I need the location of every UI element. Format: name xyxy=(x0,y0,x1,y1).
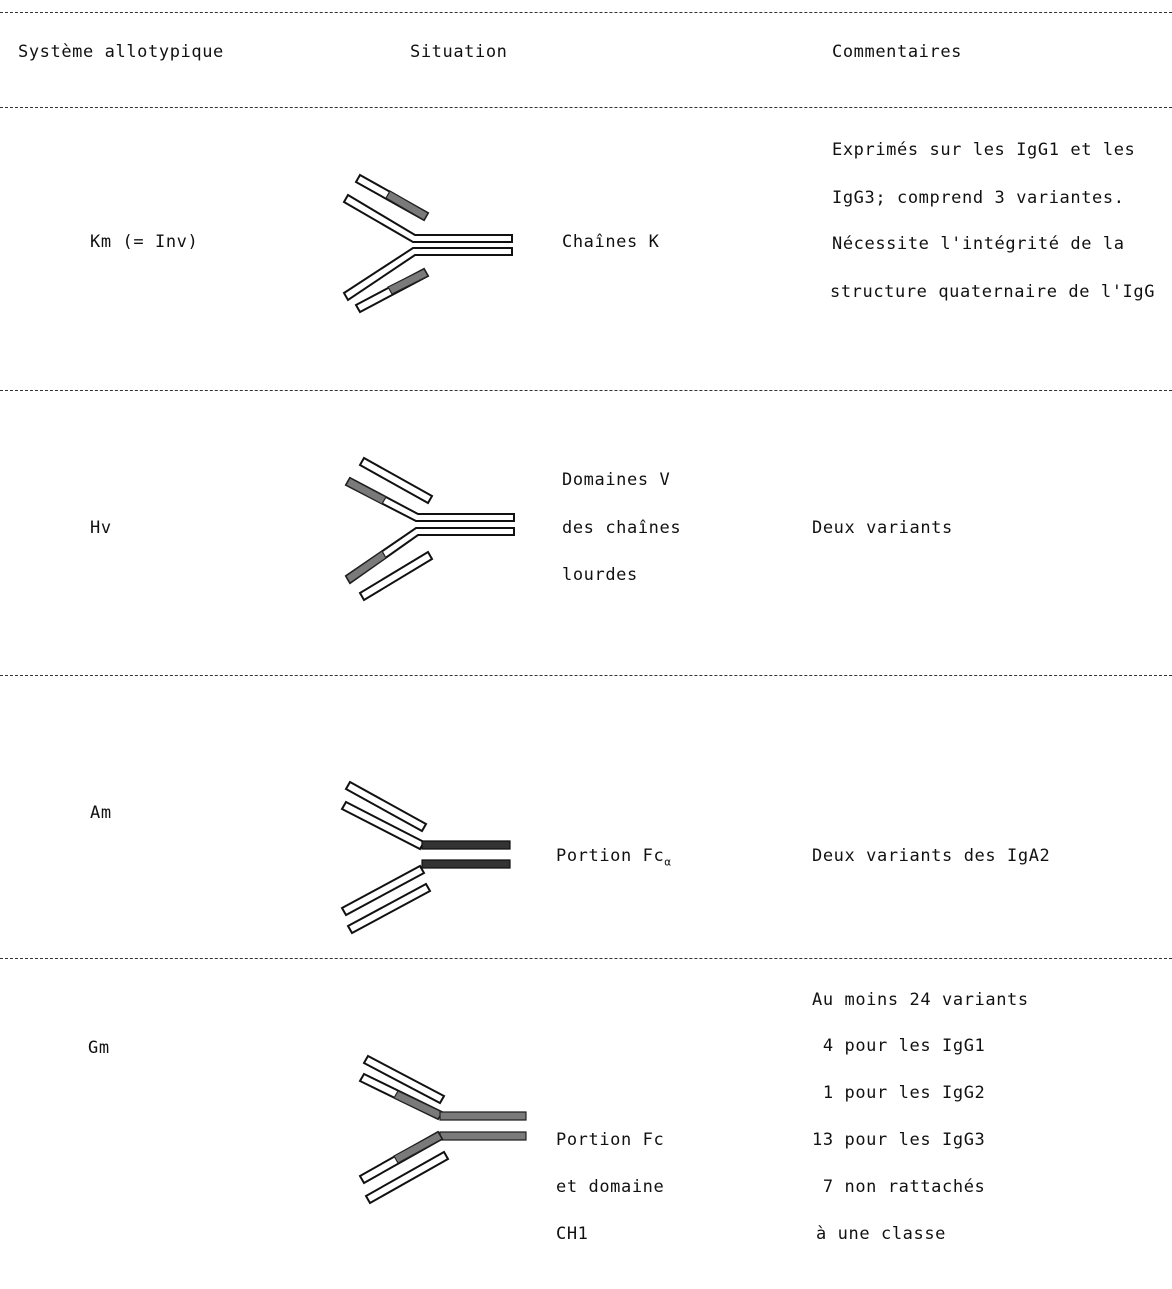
row-comment-km-2: Nécessite l'intégrité de la xyxy=(832,234,1125,254)
row-situation-hv-0: Domaines V xyxy=(562,470,671,490)
row-situation-km-0: Chaînes K xyxy=(562,232,660,252)
header-rule xyxy=(0,107,1172,108)
row-situation-gm-1: et domaine xyxy=(556,1177,665,1197)
antibody-light-chain-constant-icon xyxy=(342,173,513,314)
row-comment-km-3: structure quaternaire de l'IgG xyxy=(830,282,1156,302)
row-situation-gm-2: CH1 xyxy=(556,1224,589,1244)
row-comment-gm-4: 7 non rattachés xyxy=(812,1177,986,1197)
row-situation-hv-2: lourdes xyxy=(562,565,638,585)
row-system-gm: Gm xyxy=(88,1038,110,1058)
row-system-hv: Hv xyxy=(90,518,112,538)
header-system: Système allotypique xyxy=(18,42,224,62)
row-system-am: Am xyxy=(90,803,112,823)
row-comment-gm-2: 1 pour les IgG2 xyxy=(812,1083,986,1103)
row-comment-gm-0: Au moins 24 variants xyxy=(812,990,1029,1010)
row-situation-am-0: Portion Fcα xyxy=(556,846,672,869)
row-rule-2 xyxy=(0,675,1172,676)
row-comment-km-1: IgG3; comprend 3 variantes. xyxy=(832,188,1125,208)
row-situation-hv-1: des chaînes xyxy=(562,518,682,538)
row-comment-hv-0: Deux variants xyxy=(812,518,953,538)
row-rule-1 xyxy=(0,390,1172,391)
row-comment-gm-5: à une classe xyxy=(816,1224,947,1244)
antibody-fc-ch1-icon xyxy=(358,1054,527,1205)
header-situation: Situation xyxy=(410,42,508,62)
row-system-km: Km (= Inv) xyxy=(90,232,199,252)
row-comment-am-0: Deux variants des IgA2 xyxy=(812,846,1051,866)
top-rule xyxy=(0,12,1172,13)
row-situation-gm-0: Portion Fc xyxy=(556,1130,665,1150)
row-comment-gm-3: 13 pour les IgG3 xyxy=(812,1130,986,1150)
row-comment-km-0: Exprimés sur les IgG1 et les xyxy=(832,140,1136,160)
row-comment-gm-1: 4 pour les IgG1 xyxy=(812,1036,986,1056)
row-rule-3 xyxy=(0,958,1172,959)
header-comments: Commentaires xyxy=(832,42,963,62)
antibody-heavy-variable-icon xyxy=(344,456,515,602)
antibody-fc-alpha-icon xyxy=(340,780,511,935)
